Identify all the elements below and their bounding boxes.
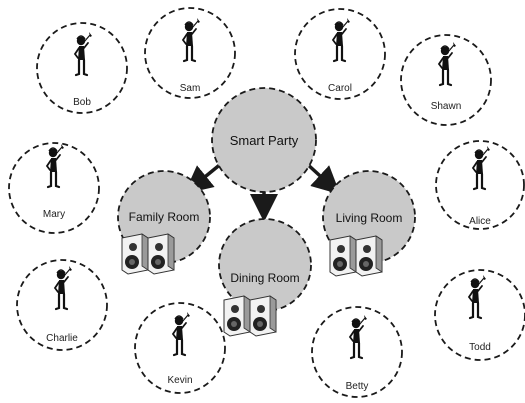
- speaker-icon: [329, 235, 383, 277]
- room-family-label: Family Room: [129, 210, 200, 224]
- arrow-to-family-room: [184, 161, 224, 194]
- person-name: Carol: [328, 83, 352, 94]
- person-name: Kevin: [167, 375, 192, 386]
- person-carol[interactable]: Carol: [294, 8, 386, 100]
- person-name: Shawn: [431, 101, 462, 112]
- person-name: Sam: [180, 83, 201, 94]
- person-icon: [73, 32, 92, 77]
- speaker-icon: [121, 233, 175, 275]
- person-icon: [331, 18, 350, 63]
- person-name: Betty: [346, 381, 369, 392]
- person-kevin[interactable]: Kevin: [134, 302, 226, 394]
- person-betty[interactable]: Betty: [311, 306, 403, 398]
- person-charlie[interactable]: Charlie: [16, 259, 108, 351]
- room-dining[interactable]: Dining Room: [218, 218, 312, 337]
- person-name: Mary: [43, 209, 65, 220]
- person-shawn[interactable]: Shawn: [400, 34, 492, 126]
- center-node[interactable]: Smart Party: [211, 87, 317, 193]
- person-name: Alice: [469, 216, 491, 227]
- person-bob[interactable]: Bob: [36, 22, 128, 114]
- person-name: Bob: [73, 97, 91, 108]
- person-icon: [45, 144, 64, 189]
- person-icon: [348, 315, 367, 360]
- room-living-label: Living Room: [336, 211, 403, 225]
- person-icon: [471, 146, 490, 191]
- room-dining-label: Dining Room: [230, 271, 299, 285]
- person-todd[interactable]: Todd: [434, 269, 525, 361]
- speaker-icon: [223, 295, 277, 337]
- person-name: Charlie: [46, 333, 78, 344]
- person-sam[interactable]: Sam: [144, 7, 236, 99]
- arrow-to-living-room: [304, 161, 341, 195]
- person-mary[interactable]: Mary: [8, 142, 100, 234]
- person-icon: [467, 275, 486, 320]
- person-alice[interactable]: Alice: [435, 140, 525, 230]
- room-family[interactable]: Family Room: [117, 170, 211, 275]
- person-icon: [437, 42, 456, 87]
- person-icon: [181, 18, 200, 63]
- person-name: Todd: [469, 342, 491, 353]
- person-icon: [53, 266, 72, 311]
- room-living[interactable]: Living Room: [322, 170, 416, 277]
- center-node-label: Smart Party: [230, 133, 299, 148]
- person-icon: [171, 312, 190, 357]
